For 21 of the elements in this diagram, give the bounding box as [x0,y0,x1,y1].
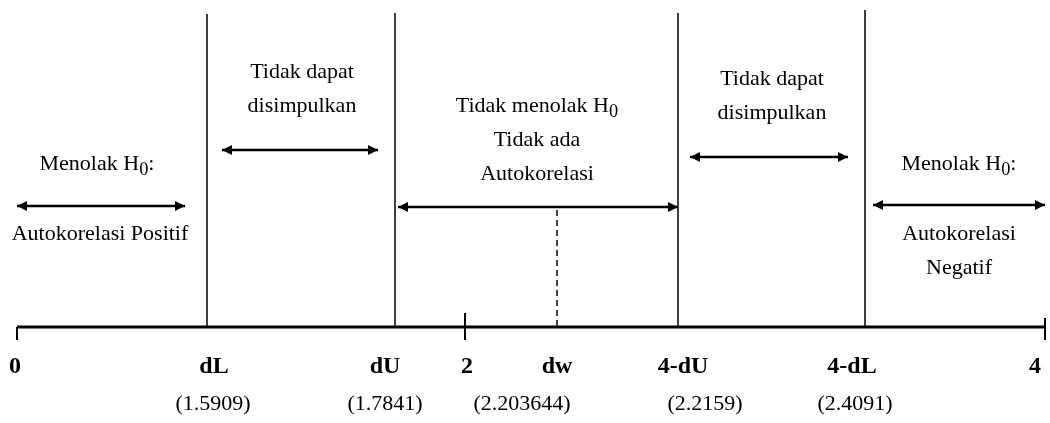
region-label: Tidak ada Autokorelasi [479,125,595,187]
axis-tick-label: 4-dL [826,351,878,380]
value-label: (1.7841) [346,389,424,417]
axis-tick-label: dL [198,351,230,380]
region-label: Menolak H$_{0}$: [900,149,1018,182]
value-label: (1.5909) [174,389,252,417]
region-label: Autokorelasi Negatif [901,219,1017,281]
axis-tick-label: 2 [460,351,474,380]
value-label: (2.203644) [472,389,572,417]
axis-tick-label: dU [368,351,402,380]
value-label: (2.4091) [816,389,894,417]
axis-tick-label: dw [540,351,574,380]
region-label: Tidak dapat disimpulkan [246,57,358,119]
region-label: Autokorelasi Positif [10,219,190,247]
region-label: Menolak H$_{0}$: [38,149,156,182]
axis-tick-label: 4-dU [656,351,710,380]
axis-tick-label: 0 [8,351,22,380]
value-label: (2.2159) [666,389,744,417]
axis-tick-label: 4 [1028,351,1042,380]
region-label: Tidak menolak H$_{0}$ [454,91,620,124]
region-label: Tidak dapat disimpulkan [716,64,828,126]
